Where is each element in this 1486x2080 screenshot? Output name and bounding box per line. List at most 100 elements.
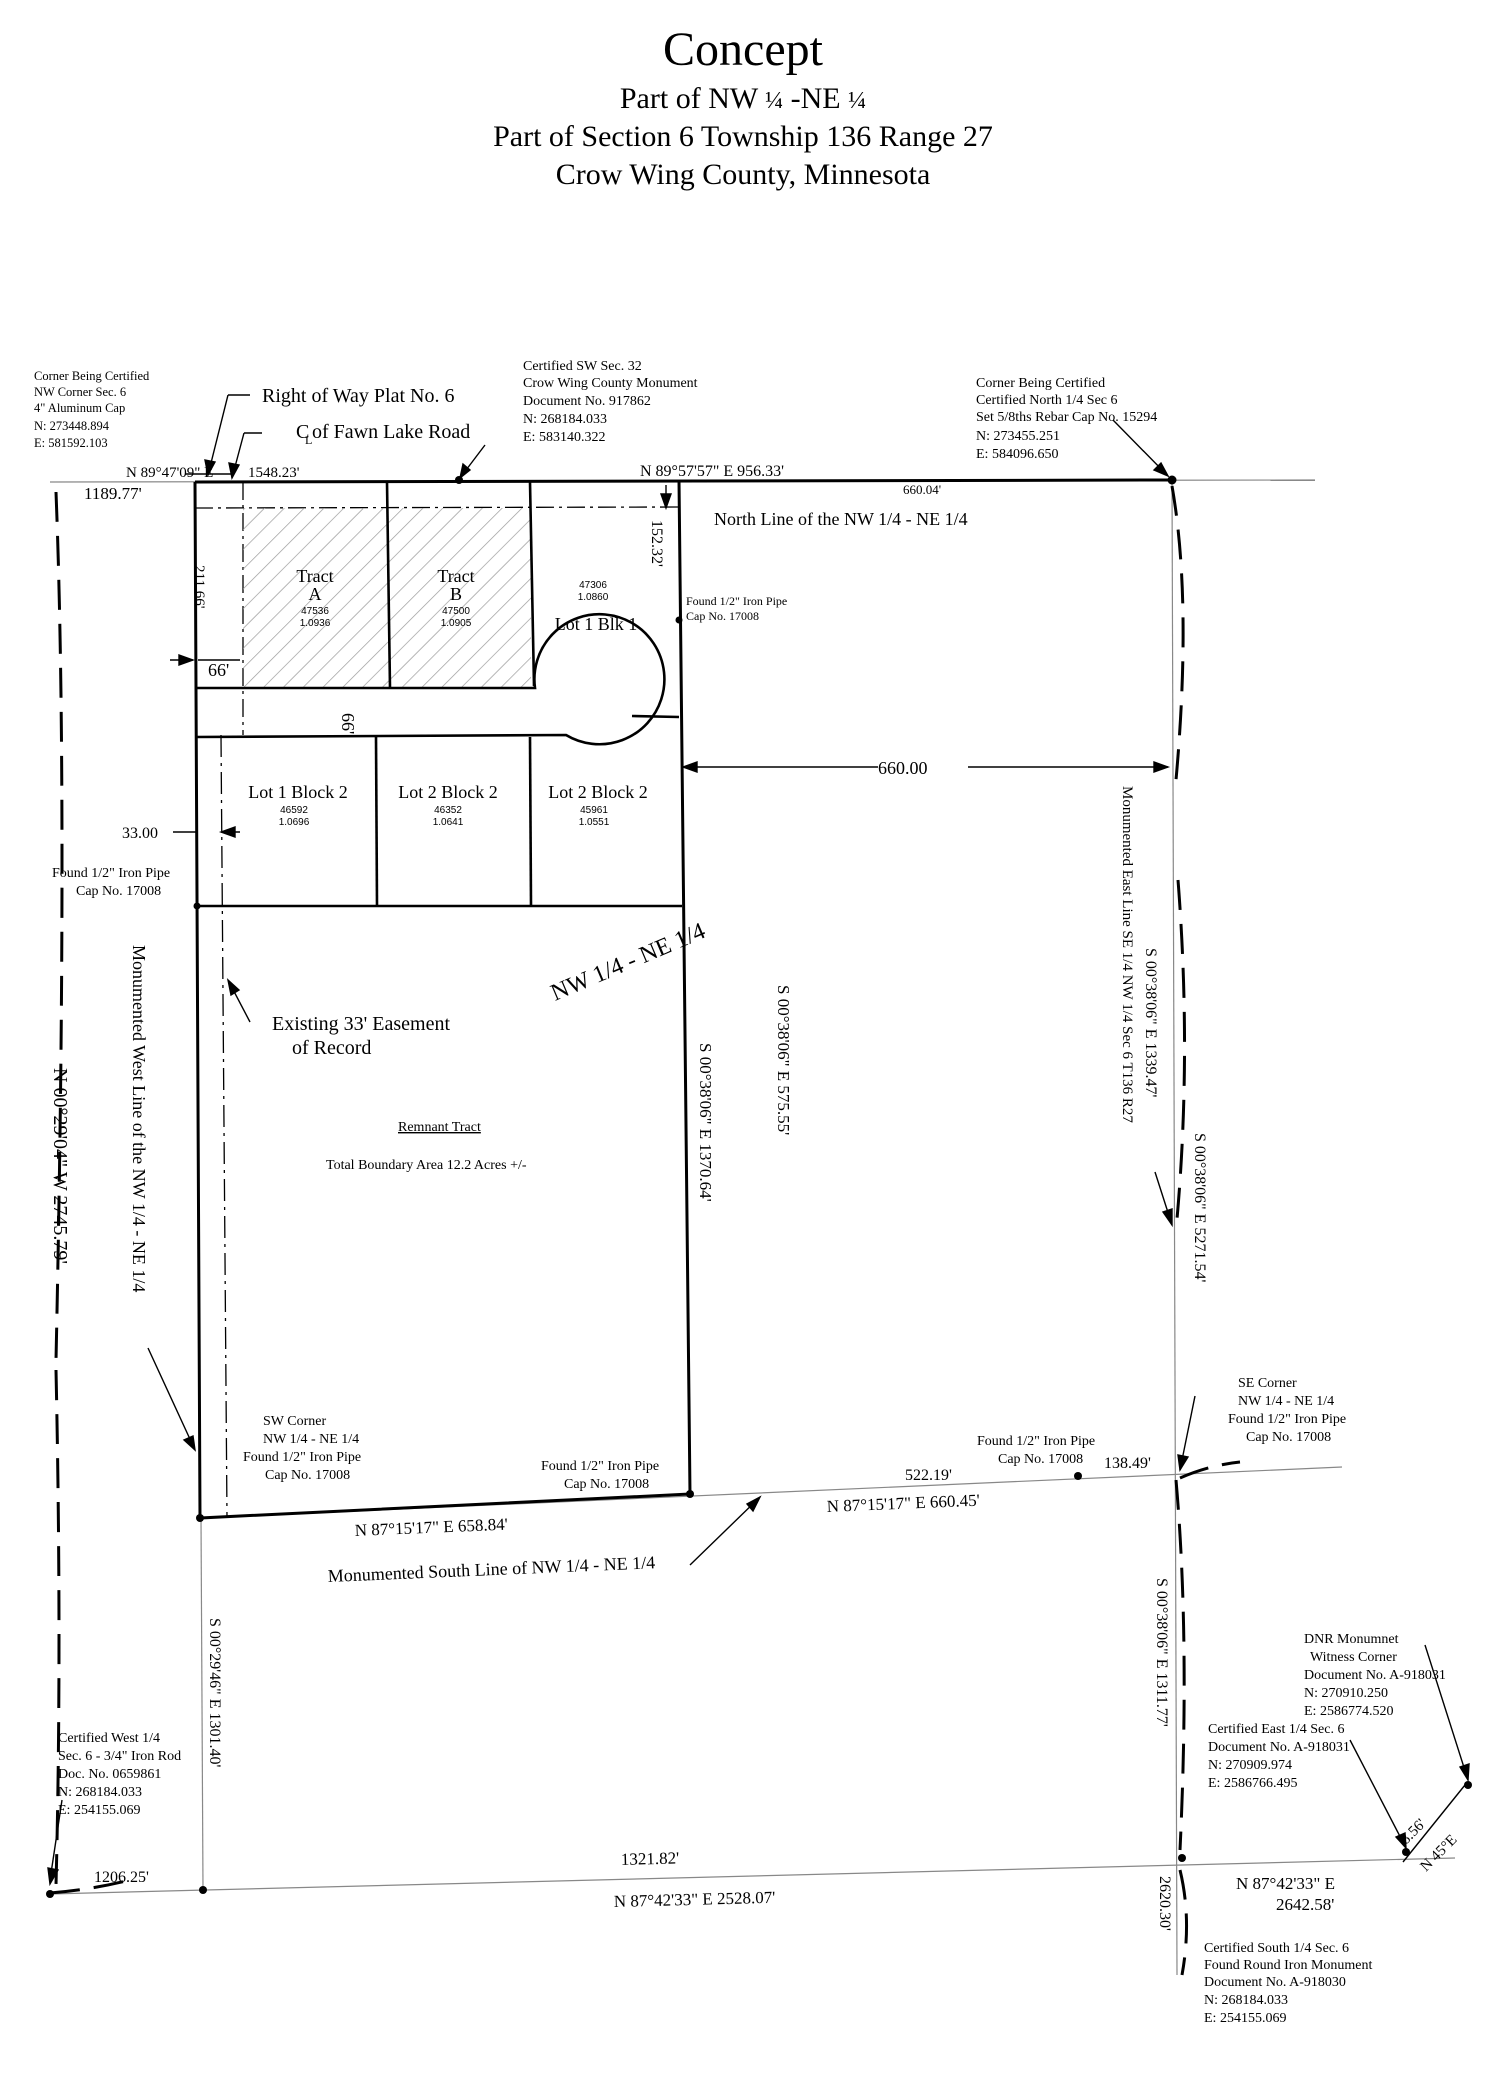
svg-text:A: A [309, 584, 322, 604]
corner-sw32-info: Certified SW Sec. 32 Crow Wing County Mo… [523, 359, 698, 445]
corner-nw-info: Corner Being Certified NW Corner Sec. 6 … [34, 369, 150, 450]
svg-text:S 00°38'06" E 575.55': S 00°38'06" E 575.55' [774, 985, 793, 1135]
svg-text:Cap No. 17008: Cap No. 17008 [76, 884, 161, 899]
corner-west14-info: Certified West 1/4 Sec. 6 - 3/4" Iron Ro… [58, 1731, 181, 1818]
parcel-boundary [193, 478, 1173, 1520]
svg-text:NW 1/4 - NE 1/4: NW 1/4 - NE 1/4 [1238, 1394, 1334, 1409]
svg-text:Tract: Tract [296, 566, 333, 586]
svg-text:Lot 1 Block 2: Lot 1 Block 2 [248, 782, 348, 802]
tract-a-label: Tract A 47536 1.0936 [296, 566, 333, 629]
svg-text:Document No. A-918031: Document No. A-918031 [1208, 1740, 1350, 1755]
svg-text:N: 268184.033: N: 268184.033 [58, 1785, 142, 1800]
svg-text:Monumented West Line of the NW: Monumented West Line of the NW 1/4 - NE … [129, 945, 149, 1292]
svg-text:1.0696: 1.0696 [279, 817, 310, 828]
lot1blk1-label: 47306 1.0860 Lot 1 Blk 1 [555, 580, 638, 634]
svg-text:Found 1/2" Iron Pipe: Found 1/2" Iron Pipe [686, 594, 787, 608]
svg-text:E: 254155.069: E: 254155.069 [1204, 2011, 1286, 2026]
lot2blk2b-label: Lot 2 Block 2 45961 1.0551 [548, 782, 648, 828]
svg-text:N 89°57'57" E 956.33': N 89°57'57" E 956.33' [640, 463, 784, 480]
svg-text:S 00°38'06" E 1370.64': S 00°38'06" E 1370.64' [696, 1043, 715, 1202]
svg-text:E: 584096.650: E: 584096.650 [976, 447, 1058, 462]
svg-text:N 87°42'33" E 2528.07': N 87°42'33" E 2528.07' [614, 1888, 776, 1911]
svg-text:Found 1/2" Iron Pipe: Found 1/2" Iron Pipe [52, 866, 170, 881]
svg-text:Certified North 1/4 Sec 6: Certified North 1/4 Sec 6 [976, 393, 1118, 408]
subtitle-section: Part of Section 6 Township 136 Range 27 [493, 120, 993, 153]
svg-text:Certified SW Sec. 32: Certified SW Sec. 32 [523, 359, 642, 374]
corner-north14-info: Corner Being Certified Certified North 1… [976, 376, 1157, 462]
svg-text:Lot 2 Block 2: Lot 2 Block 2 [398, 782, 498, 802]
svg-text:1.0860: 1.0860 [578, 592, 609, 603]
svg-text:DNR Monumnet: DNR Monumnet [1304, 1632, 1399, 1647]
page-title: Concept [663, 23, 823, 76]
svg-text:S 00°38'06" E 1339.47': S 00°38'06" E 1339.47' [1142, 948, 1159, 1097]
lot-labels: Tract A 47536 1.0936 Tract B 47500 1.090… [248, 566, 648, 828]
svg-text:Set 5/8ths Rebar Cap No. 15294: Set 5/8ths Rebar Cap No. 15294 [976, 410, 1157, 425]
svg-text:of Record: of Record [292, 1037, 371, 1059]
svg-text:B: B [450, 584, 462, 604]
svg-text:660.04': 660.04' [903, 482, 941, 497]
svg-text:North Line of the NW 1/4 - NE: North Line of the NW 1/4 - NE 1/4 [714, 509, 968, 529]
svg-text:Crow Wing County Monument: Crow Wing County Monument [523, 376, 698, 391]
svg-text:Found Round Iron Monument: Found Round Iron Monument [1204, 1958, 1373, 1973]
svg-text:Total Boundary Area 12.2 Acres: Total Boundary Area 12.2 Acres +/- [326, 1158, 527, 1173]
svg-text:N: 270909.974: N: 270909.974 [1208, 1758, 1292, 1773]
svg-text:NW Corner Sec. 6: NW Corner Sec. 6 [34, 385, 126, 399]
corner-east14-info: Certified East 1/4 Sec. 6 Document No. A… [1208, 1722, 1350, 1791]
svg-text:Remnant Tract: Remnant Tract [398, 1120, 481, 1135]
svg-text:Monumented South Line of NW 1/: Monumented South Line of NW 1/4 - NE 1/4 [327, 1552, 655, 1586]
svg-text:E: 254155.069: E: 254155.069 [58, 1803, 140, 1818]
svg-text:Certified East 1/4 Sec. 6: Certified East 1/4 Sec. 6 [1208, 1722, 1344, 1737]
svg-text:Cap No. 17008: Cap No. 17008 [686, 609, 759, 623]
svg-text:1.0936: 1.0936 [300, 618, 331, 629]
lot2blk2a-label: Lot 2 Block 2 46352 1.0641 [398, 782, 498, 828]
svg-text:1206.25': 1206.25' [94, 1869, 149, 1886]
svg-text:Document No. 917862: Document No. 917862 [523, 394, 651, 409]
subtitle-county: Crow Wing County, Minnesota [555, 158, 931, 191]
svg-text:Lot 1 Blk 1: Lot 1 Blk 1 [555, 614, 638, 634]
corner-se-info: SE Corner NW 1/4 - NE 1/4 Found 1/2" Iro… [1228, 1376, 1346, 1445]
svg-text:SW Corner: SW Corner [263, 1414, 326, 1429]
svg-text:Corner Being Certified: Corner Being Certified [34, 369, 150, 383]
svg-text:152.32': 152.32' [648, 520, 665, 567]
svg-text:E: 583140.322: E: 583140.322 [523, 430, 605, 445]
svg-text:N: 273448.894: N: 273448.894 [34, 419, 110, 433]
dimension-arrows [47, 394, 1470, 1887]
svg-text:Certified South 1/4 Sec. 6: Certified South 1/4 Sec. 6 [1204, 1941, 1349, 1956]
svg-text:N 87°15'17" E 658.84': N 87°15'17" E 658.84' [354, 1515, 508, 1540]
svg-text:660.00: 660.00 [878, 758, 928, 778]
svg-text:Cap No. 17008: Cap No. 17008 [1246, 1430, 1331, 1445]
svg-text:S 00°38'06" E 5271.54': S 00°38'06" E 5271.54' [1191, 1133, 1208, 1282]
monument-markers [46, 475, 1472, 1898]
svg-text:211.66': 211.66' [191, 565, 207, 609]
svg-text:47536: 47536 [301, 606, 329, 617]
svg-text:N: 268184.033: N: 268184.033 [1204, 1993, 1288, 2008]
corner-dnr-info: DNR Monumnet Witness Corner Document No.… [1304, 1632, 1446, 1719]
svg-text:N 45°E: N 45°E [1418, 1832, 1461, 1875]
tract-b-label: Tract B 47500 1.0905 [437, 566, 474, 629]
svg-text:C: C [296, 421, 309, 443]
svg-text:N 87°42'33" E: N 87°42'33" E [1236, 1874, 1335, 1893]
svg-text:N: 273455.251: N: 273455.251 [976, 429, 1060, 444]
svg-text:1.0551: 1.0551 [579, 817, 610, 828]
svg-text:Certified West 1/4: Certified West 1/4 [58, 1731, 160, 1746]
svg-text:4" Aluminum Cap: 4" Aluminum Cap [34, 401, 125, 415]
svg-text:L: L [305, 433, 312, 447]
svg-text:Right of Way Plat No. 6: Right of Way Plat No. 6 [262, 385, 454, 407]
svg-text:of Fawn Lake Road: of Fawn Lake Road [312, 421, 470, 443]
svg-text:Found 1/2" Iron Pipe: Found 1/2" Iron Pipe [977, 1434, 1095, 1449]
svg-text:1.0905: 1.0905 [441, 618, 472, 629]
svg-text:E: 2586774.520: E: 2586774.520 [1304, 1704, 1393, 1719]
svg-text:47500: 47500 [442, 606, 470, 617]
svg-text:N: 268184.033: N: 268184.033 [523, 412, 607, 427]
svg-text:S 00°38'06" E 1311.77': S 00°38'06" E 1311.77' [1153, 1578, 1170, 1727]
svg-text:33.00: 33.00 [122, 825, 158, 842]
svg-text:1321.82': 1321.82' [621, 1848, 680, 1869]
svg-text:45961: 45961 [580, 805, 608, 816]
svg-text:46352: 46352 [434, 805, 462, 816]
svg-text:Found 1/2" Iron Pipe: Found 1/2" Iron Pipe [541, 1459, 659, 1474]
svg-text:S 00°29'46" E 1301.40': S 00°29'46" E 1301.40' [206, 1618, 223, 1767]
svg-text:66': 66' [208, 660, 229, 680]
svg-text:Document No. A-918030: Document No. A-918030 [1204, 1975, 1346, 1990]
svg-text:2620.30': 2620.30' [1156, 1876, 1173, 1931]
title-block: Concept Part of NW ¼ -NE ¼ Part of Secti… [0, 0, 1486, 200]
